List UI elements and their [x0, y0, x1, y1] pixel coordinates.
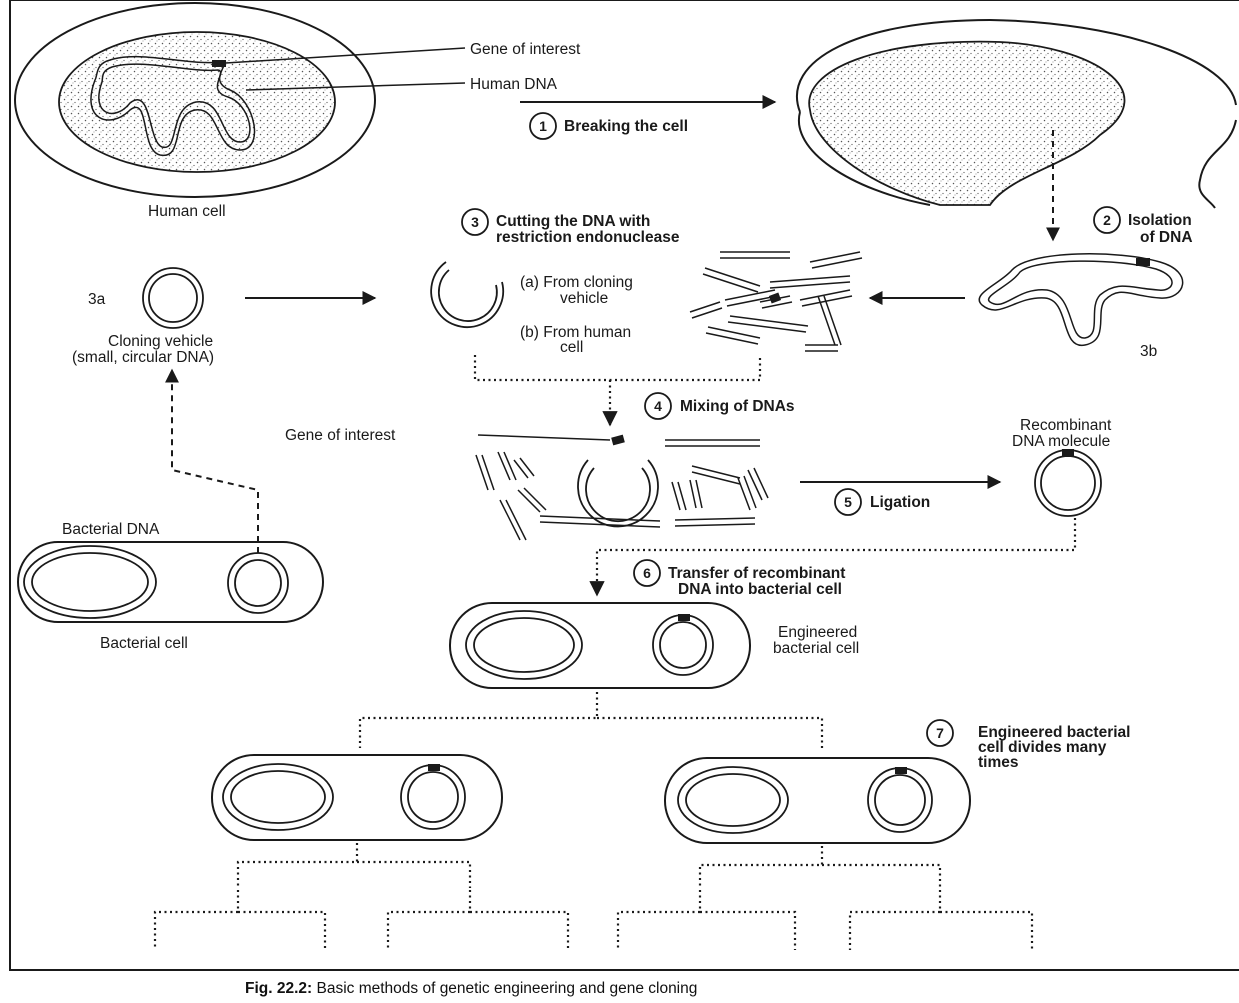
bacterial-cell-label: Bacterial cell	[100, 635, 188, 652]
svg-text:3: 3	[471, 214, 479, 230]
svg-text:6: 6	[643, 565, 651, 581]
human-cell	[15, 3, 375, 197]
step-4-text: Mixing of DNAs	[680, 398, 795, 415]
bacterial-dna-label: Bacterial DNA	[62, 521, 160, 538]
gene-mark-fragment	[769, 293, 781, 304]
step-1-badge: 1	[530, 113, 556, 139]
human-cell-label: Human cell	[148, 203, 226, 220]
dashed-plasmid-link	[172, 370, 258, 553]
division-tree-right	[618, 846, 1032, 950]
step-2-text-2: of DNA	[1140, 229, 1193, 246]
step-3-text-1: Cutting the DNA with	[496, 213, 650, 230]
engineered-label-1: Engineered	[778, 624, 857, 641]
gene-of-interest-mid-label: Gene of interest	[285, 427, 396, 444]
from-human-2: cell	[560, 339, 583, 356]
dotted-merge	[475, 355, 760, 380]
split-arrows-1	[360, 692, 822, 748]
step-7-badge: 7	[927, 720, 953, 746]
recombinant-label-2: DNA molecule	[1012, 433, 1110, 450]
step-6-text-2: DNA into bacterial cell	[678, 581, 842, 598]
cloning-vehicle-plasmid	[143, 268, 203, 328]
step-3-badge: 3	[462, 209, 488, 235]
daughter-cell-right	[665, 758, 970, 843]
gene-mark-mix	[611, 435, 625, 446]
step-3-text-2: restriction endonuclease	[496, 229, 680, 246]
cloning-vehicle-label-1: Cloning vehicle	[108, 333, 213, 350]
cut-plasmid	[431, 262, 503, 327]
daughter-cell-left	[212, 755, 502, 840]
step-6-text-1: Transfer of recombinant	[668, 565, 845, 582]
svg-text:7: 7	[936, 725, 944, 741]
step-4-badge: 4	[645, 393, 671, 419]
step-7-text-3: times	[978, 754, 1019, 771]
figure-caption: Fig. 22.2: Basic methods of genetic engi…	[245, 980, 697, 997]
gene-of-interest-mark	[212, 60, 226, 67]
label-3b: 3b	[1140, 343, 1157, 360]
bacterial-cell	[18, 542, 323, 622]
from-cloning-1: (a) From cloning	[520, 274, 633, 291]
step-1-text: Breaking the cell	[564, 118, 688, 135]
svg-text:1: 1	[539, 118, 547, 134]
step-5-badge: 5	[835, 489, 861, 515]
recombinant-dna-molecule	[1035, 449, 1101, 516]
gene-of-interest-label: Gene of interest	[470, 41, 581, 58]
cloning-vehicle-label-2: (small, circular DNA)	[72, 349, 214, 366]
step-6-badge: 6	[634, 560, 660, 586]
label-3a: 3a	[88, 291, 106, 308]
step-5-text: Ligation	[870, 494, 930, 511]
step-2-badge: 2	[1094, 207, 1120, 233]
engineered-label-2: bacterial cell	[773, 640, 859, 657]
opened-plasmid-mix	[578, 460, 658, 526]
isolated-human-dna	[979, 254, 1182, 346]
from-cloning-2: vehicle	[560, 290, 608, 307]
broken-human-cell	[797, 20, 1236, 208]
gene-mark-3b	[1136, 258, 1150, 266]
svg-text:4: 4	[654, 398, 662, 414]
human-dna-label: Human DNA	[470, 76, 558, 93]
engineered-bacterial-cell	[450, 603, 750, 688]
svg-text:2: 2	[1103, 212, 1111, 228]
step-2-text-1: Isolation	[1128, 212, 1192, 229]
division-tree-left	[155, 843, 568, 950]
dna-fragments-mixed	[476, 440, 768, 540]
recombinant-label-1: Recombinant	[1020, 417, 1112, 434]
svg-text:5: 5	[844, 494, 852, 510]
